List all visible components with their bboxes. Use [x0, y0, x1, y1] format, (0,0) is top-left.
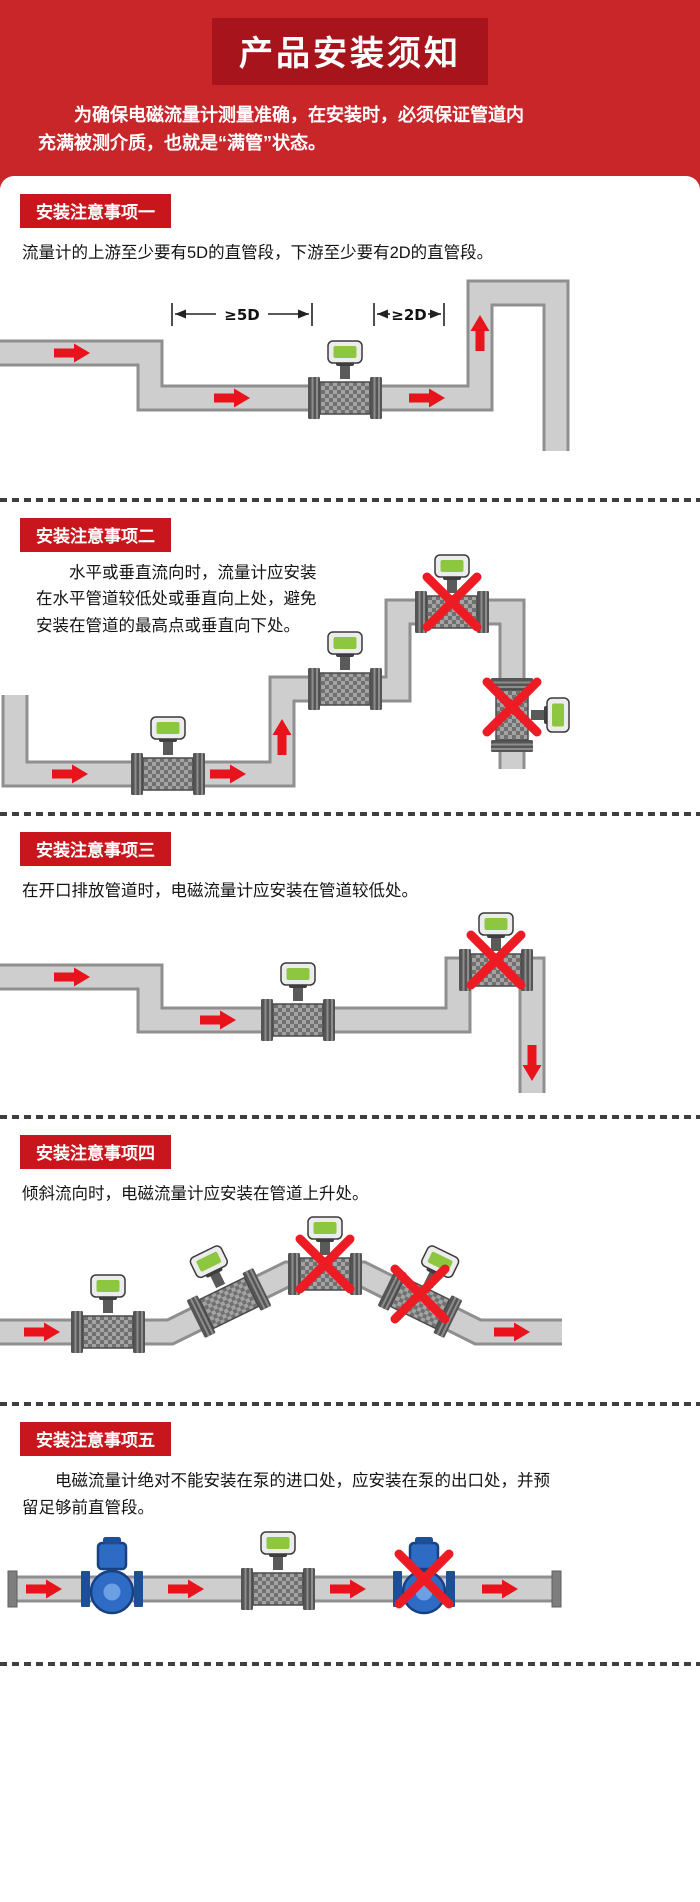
section-5: 安装注意事项五 电磁流量计绝对不能安装在泵的进口处，应安装在泵的出口处，并预 留… — [0, 1408, 700, 1652]
flowmeter-icon — [307, 630, 383, 711]
dashed-divider — [0, 1115, 700, 1120]
page: 产品安装须知 为确保电磁流量计测量准确，在安装时，必须保证管道内 充满被测介质，… — [0, 0, 700, 1667]
dim-label-2d: ≥2D — [391, 306, 426, 324]
title-box: 产品安装须知 — [212, 18, 488, 85]
diagram-vertical-horizontal — [1, 553, 570, 796]
header: 产品安装须知 为确保电磁流量计测量准确，在安装时，必须保证管道内 充满被测介质，… — [0, 0, 700, 190]
dim-label-5d: ≥5D — [224, 306, 259, 324]
dimension-downstream: ≥2D — [373, 302, 445, 326]
section-3-badge: 安装注意事项三 — [20, 831, 171, 866]
section-2: 安装注意事项二 水平或垂直流向时，流量计应安装 在水平管道较低处或垂直向上处， — [0, 504, 700, 802]
flowmeter-icon — [458, 912, 534, 993]
diagram-inclined-flow — [0, 1216, 562, 1354]
flowmeter-icon — [287, 1216, 363, 1296]
flowmeter-icon — [307, 339, 383, 420]
dashed-divider — [0, 811, 700, 816]
page-title: 产品安装须知 — [239, 35, 461, 73]
section-5-text: 电磁流量计绝对不能安装在泵的进口处，应安装在泵的出口处，并预 留足够前直管段。 — [22, 1472, 550, 1517]
dimension-upstream: ≥5D — [171, 302, 313, 326]
section-4-badge: 安装注意事项四 — [20, 1135, 171, 1170]
pipe-run — [0, 279, 570, 451]
section-5-badge: 安装注意事项五 — [20, 1422, 171, 1457]
section-3-text: 在开口排放管道时，电磁流量计应安装在管道较低处。 — [22, 881, 418, 900]
section-1-badge: 安装注意事项一 — [20, 193, 171, 228]
section-1-text: 流量计的上游至少要有5D的直管段，下游至少要有2D的直管段。 — [22, 243, 494, 262]
pipe-endcap — [551, 1570, 562, 1608]
section-2-badge: 安装注意事项二 — [20, 517, 171, 552]
dashed-divider — [0, 1662, 700, 1667]
diagram-open-discharge — [0, 912, 546, 1094]
pipe-endcap — [7, 1570, 18, 1608]
flowmeter-icon — [414, 553, 490, 634]
intro-text: 为确保电磁流量计测量准确，在安装时，必须保证管道内 充满被测介质，也就是“满管”… — [38, 105, 524, 154]
diagram-pump-position — [7, 1531, 562, 1615]
diagram-straight-run: ≥5D ≥2D — [0, 279, 570, 451]
flowmeter-icon — [260, 962, 336, 1043]
section-2-text: 水平或垂直流向时，流量计应安装 在水平管道较低处或垂直向上处，避免 安装在管道的… — [36, 563, 317, 636]
section-4-text: 倾斜流向时，电磁流量计应安装在管道上升处。 — [22, 1185, 369, 1204]
section-1: 安装注意事项一 流量计的上游至少要有5D的直管段，下游至少要有2D的直管段。 ≥… — [0, 180, 700, 488]
content-panel: 安装注意事项一 流量计的上游至少要有5D的直管段，下游至少要有2D的直管段。 ≥… — [0, 175, 700, 1667]
flowmeter-icon — [70, 1274, 146, 1354]
dashed-divider — [0, 497, 700, 502]
section-3: 安装注意事项三 在开口排放管道时，电磁流量计应安装在管道较低处。 — [0, 818, 700, 1106]
flowmeter-icon — [240, 1531, 316, 1612]
flowmeter-icon — [130, 715, 206, 796]
dashed-divider — [0, 1402, 700, 1407]
section-4: 安装注意事项四 倾斜流向时，电磁流量计应安装在管道上升处。 — [0, 1121, 700, 1392]
